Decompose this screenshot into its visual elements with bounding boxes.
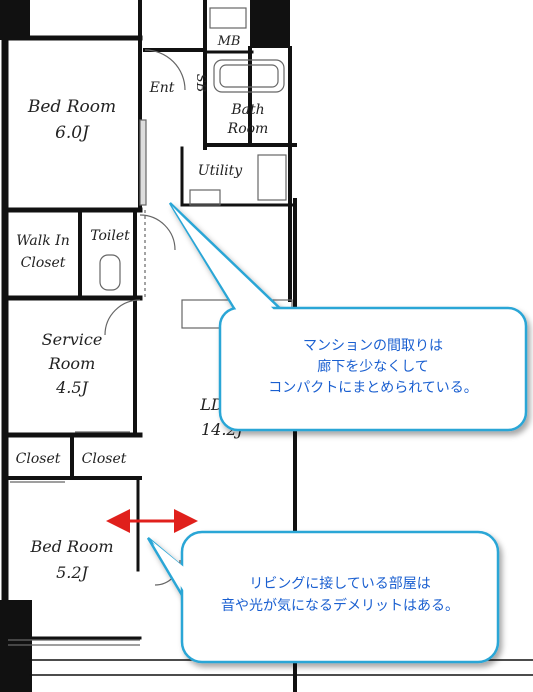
bed-room-1-name: Bed Room bbox=[27, 97, 116, 117]
callout-top-line3: コンパクトにまとめられている。 bbox=[268, 380, 478, 396]
service-room-line1: Service bbox=[42, 330, 103, 349]
walk-in-closet-line2: Closet bbox=[21, 255, 66, 271]
mb-label: MB bbox=[217, 34, 241, 49]
closet-left-label: Closet bbox=[16, 451, 61, 467]
utility-label: Utility bbox=[198, 163, 243, 179]
bath-label-line1: Bath bbox=[230, 102, 264, 118]
callout-top: マンションの間取りは 廊下を少なくして コンパクトにまとめられている。 bbox=[168, 202, 528, 432]
callout-bottom-line2: 音や光が気になるデメリットはある。 bbox=[221, 597, 459, 614]
callout-top-line2: 廊下を少なくして bbox=[317, 358, 429, 375]
bed-room-1-size: 6.0J bbox=[55, 123, 90, 143]
entrance-label: Ent bbox=[149, 80, 175, 96]
service-room-line2: Room bbox=[48, 354, 95, 373]
sb-label: SB bbox=[193, 74, 208, 92]
service-room-size: 4.5J bbox=[55, 378, 89, 397]
bath-label-line2: Room bbox=[227, 121, 269, 137]
walk-in-closet-line1: Walk In bbox=[16, 233, 69, 249]
callout-top-line1: マンションの間取りは bbox=[303, 338, 443, 354]
bed-room-2-size: 5.2J bbox=[56, 563, 89, 582]
toilet-label: Toilet bbox=[90, 228, 130, 244]
ldk-name: LD bbox=[199, 395, 224, 414]
callout-bottom-line1: リビングに接している部屋は bbox=[249, 575, 431, 592]
callout-bottom: リビングに接している部屋は 音や光が気になるデメリットはある。 bbox=[146, 530, 500, 664]
bed-room-2-name: Bed Room bbox=[29, 537, 113, 556]
closet-right-label: Closet bbox=[82, 451, 127, 467]
